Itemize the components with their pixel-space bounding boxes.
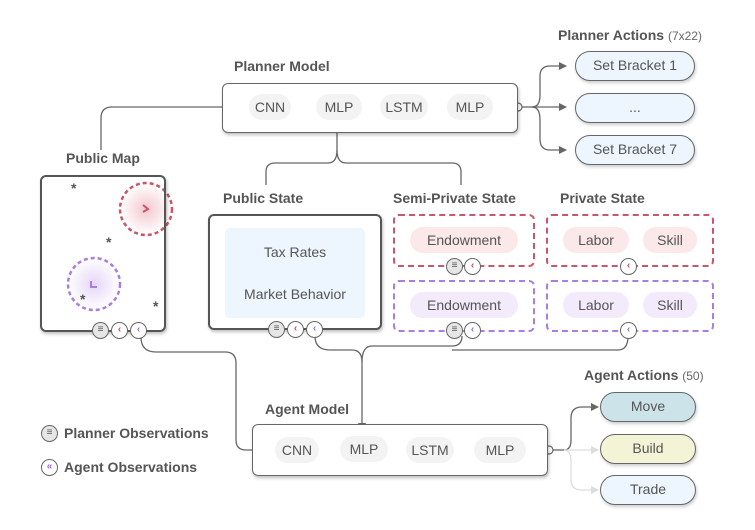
agent-purple-observation-icon: ‹ xyxy=(620,322,637,339)
agent-action-build[interactable]: Build xyxy=(600,434,696,464)
legend-agent-observations: Agent Observations xyxy=(64,459,198,475)
public-map-box xyxy=(40,175,166,332)
agent-red-range xyxy=(118,181,174,237)
planner-observation-icon: ≡ xyxy=(268,321,285,338)
wire-map-to-agent xyxy=(140,336,273,454)
agent-actions-count: (50) xyxy=(682,369,704,383)
planner-observation-icon: ≡ xyxy=(92,322,109,339)
agent-red-observation-icon: ‹ xyxy=(287,321,304,338)
skill-red: Skill xyxy=(643,227,697,253)
semi-private-state-title: Semi-Private State xyxy=(393,190,516,206)
agent-layer-lstm: LSTM xyxy=(406,437,454,463)
endowment-red: Endowment xyxy=(410,227,518,253)
resource-icon: * xyxy=(80,291,86,307)
agent-actions-title: Agent Actions (50) xyxy=(584,367,704,383)
legend-planner-observation-icon: ≡ xyxy=(41,425,58,442)
labor-purple: Labor xyxy=(563,292,629,318)
agent-action-move[interactable]: Move xyxy=(600,392,696,422)
public-map-title: Public Map xyxy=(66,150,140,166)
agent-purple-marker xyxy=(90,281,97,288)
planner-actions-label: Planner Actions xyxy=(558,27,665,43)
agent-actions-label: Agent Actions xyxy=(584,367,679,383)
agent-model-title: Agent Model xyxy=(265,401,349,417)
planner-layer-mlp-out: MLP xyxy=(447,94,493,120)
agent-purple-range xyxy=(66,256,122,312)
planner-model-title: Planner Model xyxy=(234,58,330,74)
resource-icon: * xyxy=(106,234,112,250)
legend-agent-observation-icon: « xyxy=(41,459,58,476)
tax-rates-label: Tax Rates xyxy=(263,244,327,260)
agent-red-marker xyxy=(142,204,150,213)
private-state-title: Private State xyxy=(560,190,645,206)
wire-states-to-planner xyxy=(265,123,341,185)
agent-red-observation-icon: ‹ xyxy=(620,258,637,275)
agent-purple-observation-icon: ‹ xyxy=(306,321,323,338)
market-behavior-label: Market Behavior xyxy=(244,286,346,302)
planner-layer-cnn: CNN xyxy=(249,94,291,120)
wire-map-to-planner xyxy=(100,103,239,150)
resource-icon: * xyxy=(153,298,159,314)
skill-purple: Skill xyxy=(643,292,697,318)
labor-red: Labor xyxy=(563,227,629,253)
agent-purple-observation-icon: ‹ xyxy=(464,322,481,339)
planner-layer-lstm: LSTM xyxy=(380,94,428,120)
planner-observation-icon: ≡ xyxy=(446,322,463,339)
public-state-panel xyxy=(225,228,365,318)
agent-purple-observation-icon: ‹ xyxy=(130,322,147,339)
agent-layer-mlp: MLP xyxy=(340,436,388,462)
agent-red-observation-icon: ‹ xyxy=(464,258,481,275)
legend-planner-observations: Planner Observations xyxy=(64,425,209,441)
planner-actions-title: Planner Actions (7x22) xyxy=(558,27,702,43)
agent-layer-mlp-out: MLP xyxy=(474,437,526,463)
planner-action-bracket-1[interactable]: Set Bracket 1 xyxy=(575,51,695,81)
planner-action-ellipsis[interactable]: ... xyxy=(575,93,695,123)
planner-observation-icon: ≡ xyxy=(446,258,463,275)
agent-red-observation-icon: ‹ xyxy=(111,322,128,339)
public-state-title: Public State xyxy=(223,190,304,206)
agent-action-trade[interactable]: Trade xyxy=(600,475,696,505)
endowment-purple: Endowment xyxy=(410,292,518,318)
planner-layer-mlp: MLP xyxy=(316,94,362,120)
planner-actions-count: (7x22) xyxy=(667,29,702,43)
resource-icon: * xyxy=(71,180,77,196)
planner-action-bracket-7[interactable]: Set Bracket 7 xyxy=(575,135,695,165)
agent-layer-cnn: CNN xyxy=(275,437,319,463)
